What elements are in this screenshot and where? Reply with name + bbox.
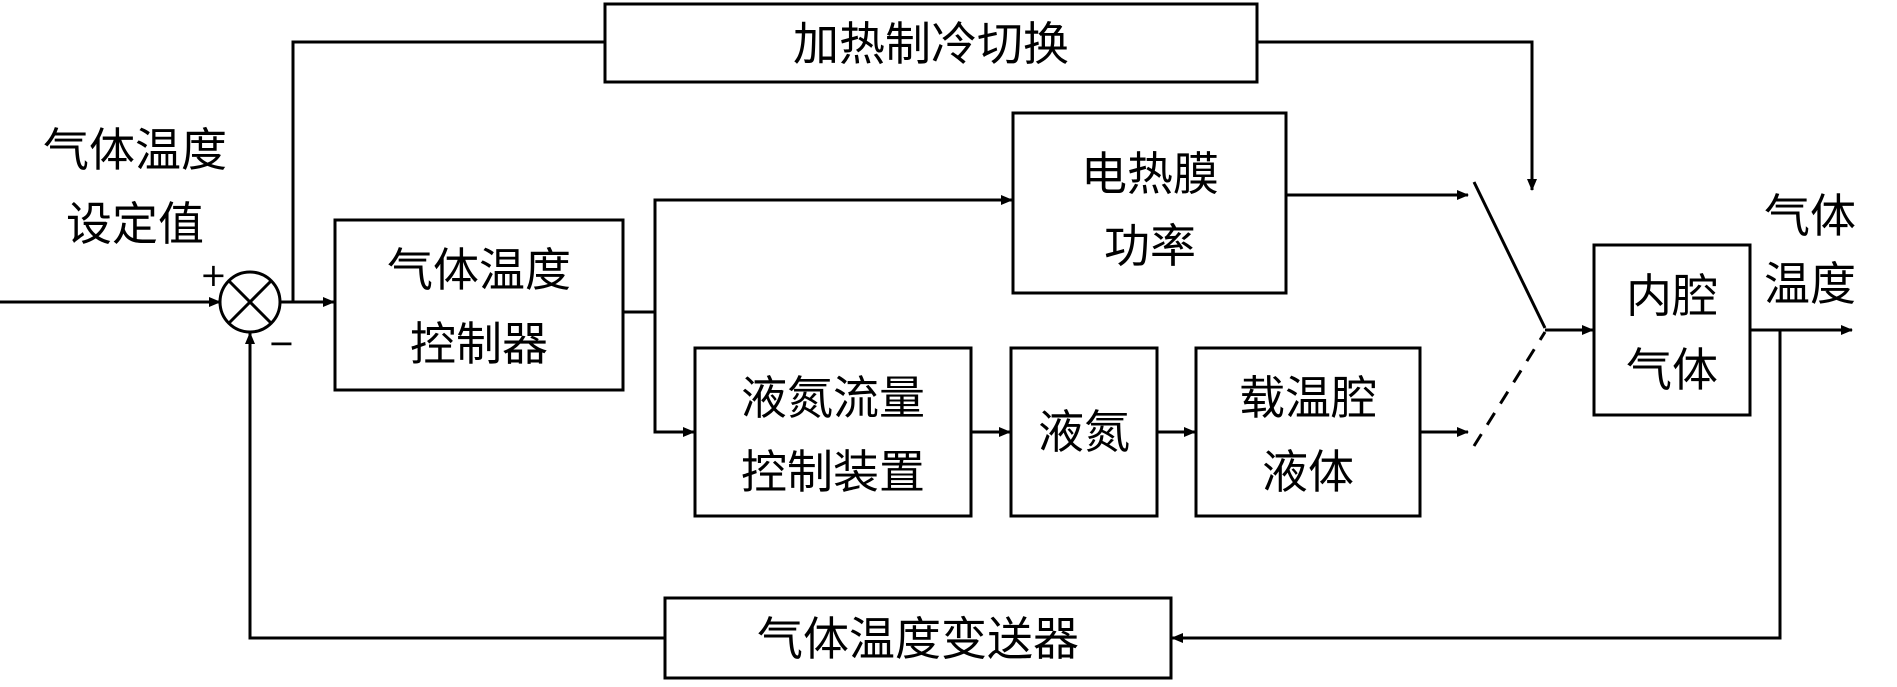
chamber-liquid-line1: 载温腔 [1239, 371, 1377, 425]
gas-temp-transmitter-block [663, 596, 1173, 680]
switch-logic-to-switch-arrow [1257, 40, 1537, 191]
output-to-transmitter-arrow [1171, 330, 1782, 643]
feedback-to-junction-arrow [245, 332, 665, 640]
ln2-flow-control-line2: 控制装置 [741, 445, 925, 499]
gas-temp-controller-line2: 控制器 [410, 317, 548, 371]
ln2-flow-control-block [693, 346, 973, 518]
ln2-flow-control-line1: 液氮流量 [741, 371, 925, 425]
inner-cavity-gas-line1: 内腔 [1626, 269, 1718, 323]
chamber-liquid-block [1194, 346, 1422, 518]
switch-logic-label: 加热制冷切换 [793, 17, 1069, 71]
inner-cavity-gas-line2: 气体 [1626, 343, 1718, 397]
gas-temp-controller-line1: 气体温度 [387, 243, 571, 297]
switch-blade-cooling [1472, 331, 1547, 447]
switch-blade-heating [1472, 181, 1547, 329]
controller-to-ln2-flow-arrow [653, 312, 695, 437]
switch-logic-block [603, 2, 1259, 84]
electric-film-power-block [1011, 111, 1288, 295]
summing-junction [218, 270, 282, 334]
output-label-line1: 气体 [1764, 189, 1856, 243]
chamber-liquid-line2: 液体 [1262, 445, 1354, 499]
input-label-line1: 气体温度 [43, 123, 227, 177]
gas-temp-controller-block [333, 218, 625, 392]
path-to-switch-logic [291, 40, 605, 302]
electric-film-power-line1: 电热膜 [1081, 147, 1219, 201]
plus-sign: + [200, 256, 227, 294]
minus-sign: − [268, 324, 295, 362]
controller-to-heating-arrow [653, 195, 1013, 312]
output-label-line2: 温度 [1764, 257, 1856, 311]
gas-temp-transmitter-label: 气体温度变送器 [757, 612, 1079, 666]
inner-cavity-gas-block [1592, 243, 1752, 417]
input-label-line2: 设定值 [66, 197, 204, 251]
electric-film-power-line2: 功率 [1104, 219, 1196, 273]
ln2-label: 液氮 [1038, 405, 1130, 459]
